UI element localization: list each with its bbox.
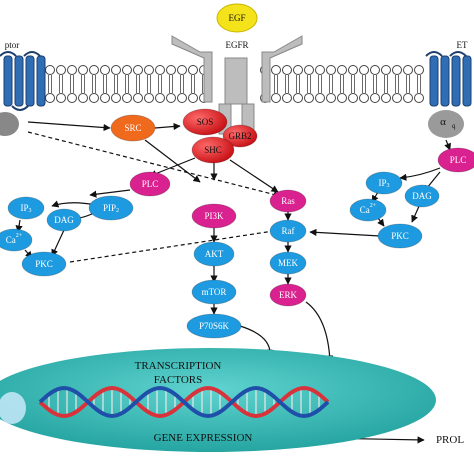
node-p70s6k-label: P70S6K xyxy=(199,321,230,331)
node-dag-left: DAG xyxy=(46,208,82,232)
node-dag-right-label: DAG xyxy=(412,191,432,201)
node-plc-left: PLC xyxy=(129,171,171,197)
alpha-q-sub: q xyxy=(452,122,456,130)
node-ca-right: Ca2+ xyxy=(349,198,387,222)
node-mtor-label: mTOR xyxy=(202,287,227,297)
node-plc-right-label: PLC xyxy=(450,155,467,165)
edge-dagR-pkc xyxy=(411,203,421,223)
node-shc-label: SHC xyxy=(204,145,222,155)
node-erk: ERK xyxy=(269,283,307,307)
node-plc-left-label: PLC xyxy=(142,179,159,189)
node-mek: MEK xyxy=(269,251,307,275)
nucleus: TRANSCRIPTION FACTORS GENE EXPRESSION xyxy=(0,348,436,452)
node-grb2: GRB2 xyxy=(222,124,258,148)
node-grb2-label: GRB2 xyxy=(228,131,251,141)
node-pkc-right-label: PKC xyxy=(391,231,409,241)
node-p70s6k: P70S6K xyxy=(186,313,242,339)
edge-src-pi3k xyxy=(144,139,201,183)
node-raf-label: Raf xyxy=(282,226,295,236)
node-pkc-left: PKC xyxy=(21,251,67,277)
egfr-label: EGFR xyxy=(225,40,248,50)
node-src: SRC xyxy=(110,114,156,142)
node-pip2-label: PIP2 xyxy=(103,203,119,214)
left-receptor-label: ptor xyxy=(5,40,20,50)
proliferation-label: PROL xyxy=(436,434,464,446)
node-pkc-left-label: PKC xyxy=(35,259,53,269)
node-akt: AKT xyxy=(193,241,235,267)
left-gpcr-receptor: ptor xyxy=(0,40,46,111)
tf-title-line2: FACTORS xyxy=(154,374,203,386)
right-receptor-label: ET xyxy=(457,40,468,50)
right-et-receptor: ET xyxy=(425,40,472,107)
node-pi3k: PI3K xyxy=(191,203,237,229)
left-g-protein xyxy=(0,112,19,136)
node-pkc-right: PKC xyxy=(377,223,423,249)
node-alpha-q: α q xyxy=(428,110,464,138)
node-plc-right: PLC xyxy=(437,147,474,173)
edge-caR-pkc xyxy=(377,217,385,227)
edge-dag-pkc xyxy=(51,229,65,257)
node-pi3k-label: PI3K xyxy=(204,211,224,221)
edge-alpha-plc xyxy=(444,139,451,151)
alpha-q-label: α xyxy=(440,116,446,128)
edge-plcR-ip3 xyxy=(399,167,441,181)
node-sos: SOS xyxy=(182,108,228,136)
node-pip2: PIP2 xyxy=(88,195,134,221)
node-ip3-right-label: IP3 xyxy=(378,178,389,189)
node-ras: Ras xyxy=(269,189,307,213)
egf-label: EGF xyxy=(228,13,245,23)
edge-shc-ras xyxy=(229,159,279,193)
edge-gpcr-src xyxy=(27,121,111,132)
edge-plc-pip2 xyxy=(89,189,131,198)
tf-title-line1: TRANSCRIPTION xyxy=(135,360,222,372)
node-mek-label: MEK xyxy=(278,258,299,268)
edge-dashed-to-ras xyxy=(27,131,281,198)
edge-dashed-pkc-raf xyxy=(69,227,281,263)
node-erk-label: ERK xyxy=(279,290,298,300)
node-mtor: mTOR xyxy=(191,279,237,305)
edge-src-sos xyxy=(154,122,181,131)
node-dag-left-label: DAG xyxy=(54,215,74,225)
node-sos-label: SOS xyxy=(197,117,214,127)
node-ip3-left-label: IP3 xyxy=(20,203,31,214)
node-ip3-right: IP3 xyxy=(365,171,403,195)
gene-expression-label: GENE EXPRESSION xyxy=(154,432,253,444)
signaling-nodes: SRCSOSGRB2SHCPLCIP3DAGPIP2Ca2+PKCPI3KAKT… xyxy=(0,108,474,339)
node-dag-right: DAG xyxy=(404,184,440,208)
edge-erk-tf xyxy=(305,301,334,363)
node-akt-label: AKT xyxy=(205,249,224,259)
node-ras-label: Ras xyxy=(281,196,295,206)
egf-ligand: EGF xyxy=(216,3,258,33)
node-ip3-left: IP3 xyxy=(7,196,45,220)
node-raf: Raf xyxy=(269,219,307,243)
edge-pkcR-raf xyxy=(309,228,381,237)
node-src-label: SRC xyxy=(124,123,141,133)
node-shc: SHC xyxy=(191,136,235,164)
node-ca-left: Ca2+ xyxy=(0,228,33,252)
